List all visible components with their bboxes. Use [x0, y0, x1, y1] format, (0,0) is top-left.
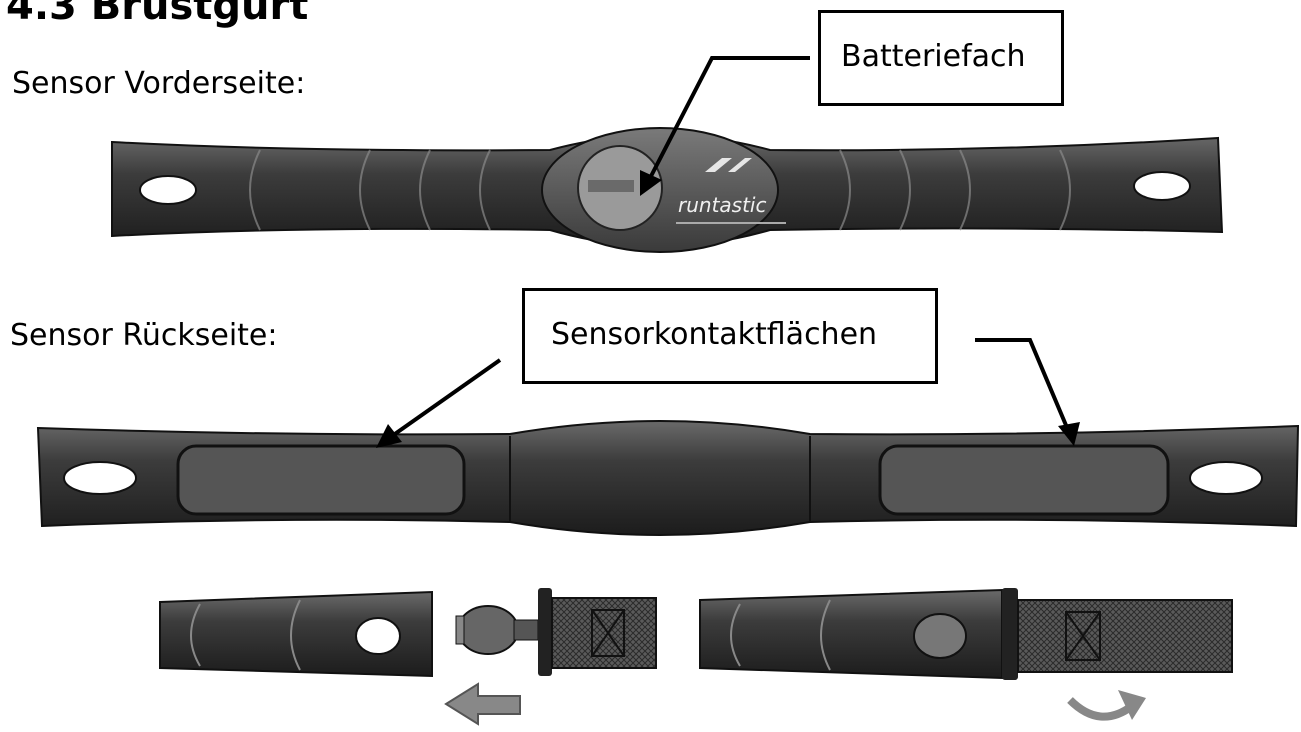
strap-fastening-arrow-icon	[444, 682, 521, 726]
rotate-arrow-icon	[1067, 690, 1146, 721]
back-strap	[36, 420, 1300, 536]
callout-battery-compartment: Batteriefach	[818, 10, 1064, 106]
arrow-contacts-left	[376, 358, 502, 448]
contact-pad-left	[176, 444, 466, 516]
battery-compartment-icon	[577, 145, 663, 231]
section-heading: 4.3 Brustgurt	[6, 0, 309, 29]
back-right-hole	[1189, 461, 1263, 495]
runtastic-logo: runtastic	[676, 158, 786, 224]
arrow-battery	[640, 56, 810, 196]
front-strap: runtastic	[111, 127, 1224, 253]
contact-pad-right	[878, 444, 1170, 516]
label-sensor-back: Sensor Rückseite:	[10, 318, 278, 353]
front-right-hole	[1133, 171, 1191, 201]
strap-end-right-detail	[699, 588, 1233, 680]
strap-end-left-detail	[159, 588, 657, 678]
back-left-hole	[63, 461, 137, 495]
callout-sensor-contacts: Sensorkontaktflächen	[522, 288, 938, 384]
front-left-hole	[139, 175, 197, 205]
logo-text: runtastic	[678, 193, 767, 217]
arrow-contacts-right	[975, 338, 1080, 446]
label-sensor-front: Sensor Vorderseite:	[12, 66, 306, 101]
